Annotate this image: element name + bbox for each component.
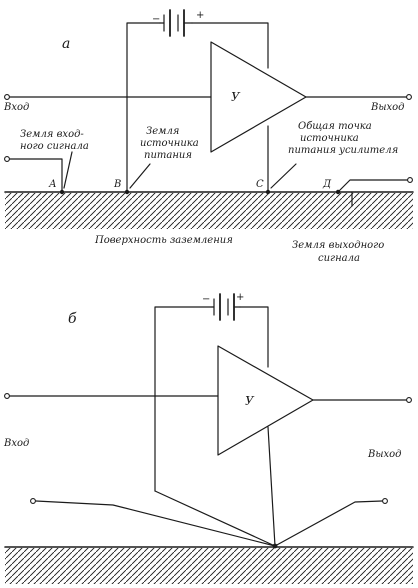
- battery-plus-b: +: [236, 292, 244, 303]
- ground-hatch-b: [5, 548, 413, 584]
- amplifier-b: [217, 345, 314, 456]
- output-terminal-a: [406, 94, 412, 100]
- point-d-label: Д: [322, 179, 332, 190]
- diagram-a: а − + У Вход Выход А: [3, 9, 414, 264]
- input-terminal-b: [4, 393, 10, 399]
- supply-ground-wire-b: [154, 490, 276, 547]
- diagram-b: б − + У Вход Выход: [3, 292, 414, 584]
- input-ground-wire-a: [9, 158, 63, 193]
- amplifier-label-a: У: [231, 90, 241, 104]
- amplifier-label-b: У: [245, 394, 255, 408]
- ground-hatch-a: [5, 193, 413, 229]
- output-ground-terminal-b: [382, 498, 388, 504]
- common-point-annotation-a: Общая точка источника питания усилителя: [288, 121, 398, 156]
- amp-ground-wire-b: [267, 426, 276, 547]
- leader-common-point-a: [270, 163, 297, 189]
- supply-wire-b-right: [239, 306, 269, 368]
- supply-wire-b: [154, 306, 213, 492]
- input-ground-annotation-a: Земля вход- ного сигнала: [20, 129, 89, 152]
- input-terminal-a: [4, 94, 10, 100]
- point-c-label: С: [256, 179, 264, 190]
- output-ground-annotation-a: Земля выходного сигнала: [292, 240, 387, 264]
- battery-minus-b: −: [202, 294, 210, 305]
- supply-ground-annotation-a: Земля источника питания: [140, 126, 202, 161]
- input-label-b: Вход: [3, 438, 29, 449]
- point-b-label: В: [113, 179, 121, 190]
- output-terminal-b: [406, 397, 412, 403]
- output-label-b: Выход: [367, 449, 402, 460]
- panel-label-b: б: [68, 311, 77, 327]
- panel-label-a: а: [62, 36, 70, 52]
- output-ground-wire-a: [337, 179, 409, 193]
- output-ground-wire-b: [274, 500, 383, 547]
- leader-supply-ground-a: [129, 163, 151, 189]
- battery-minus-a: −: [152, 14, 160, 25]
- point-a-label: А: [48, 179, 57, 190]
- input-label-a: Вход: [3, 102, 29, 113]
- output-label-a: Выход: [370, 102, 405, 113]
- input-ground-terminal-a: [4, 156, 10, 162]
- input-ground-terminal-b: [30, 498, 36, 504]
- leader-input-ground-a: [63, 151, 73, 189]
- ground-surface-label-a: Поверхность заземления: [94, 235, 233, 246]
- input-ground-wire-b: [35, 500, 276, 547]
- battery-plus-a: +: [196, 10, 204, 21]
- supply-wire-a: [126, 22, 161, 193]
- amplifier-a: [210, 41, 307, 153]
- supply-wire-a-right: [191, 22, 269, 69]
- output-ground-terminal-a: [407, 177, 413, 183]
